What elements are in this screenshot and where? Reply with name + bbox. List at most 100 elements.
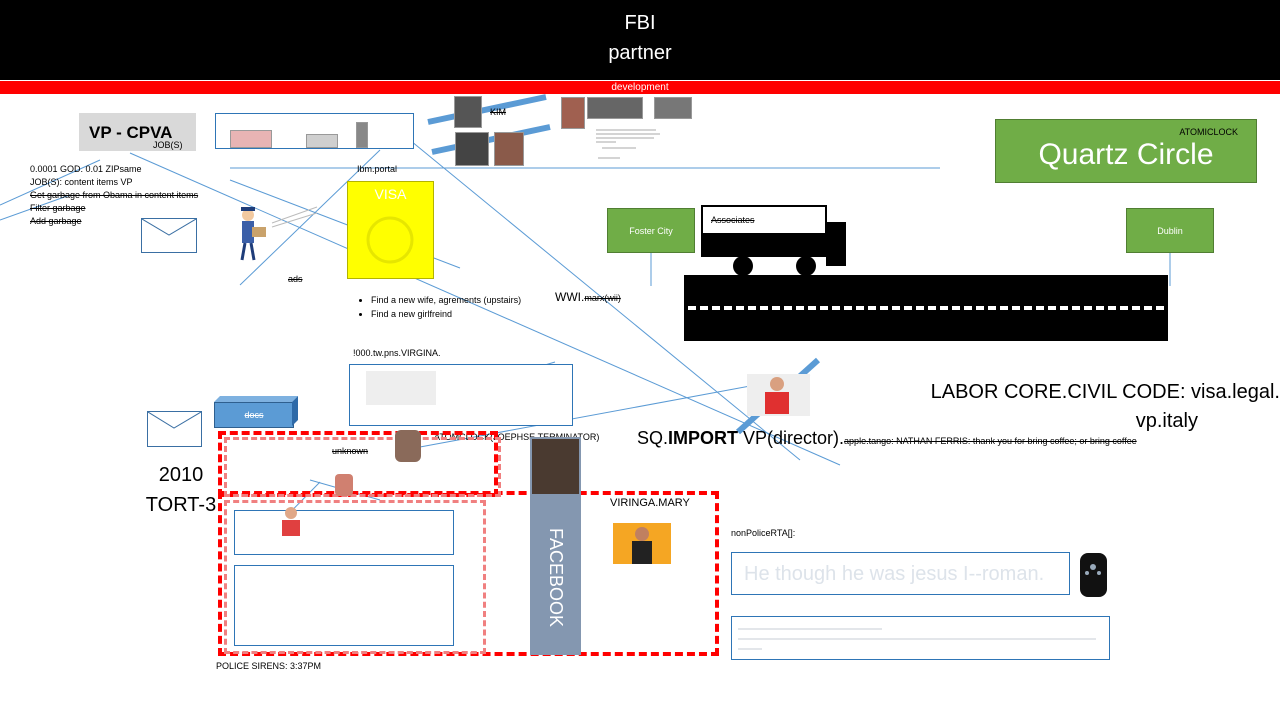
wwi-label: WWI.marx(wii) xyxy=(555,290,621,304)
connector-line xyxy=(0,159,101,206)
portrait-photo xyxy=(494,132,524,166)
vp-cpva-label: VP - CPVA JOB(S) xyxy=(79,113,196,151)
dashed-frame xyxy=(224,437,501,497)
truck-icon: Associates xyxy=(701,205,828,257)
foster-city-label: Foster City xyxy=(629,225,673,236)
portrait-photo xyxy=(454,96,482,128)
dashed-frame xyxy=(218,491,719,656)
header-subtitle: partner xyxy=(608,42,672,64)
ibm-portal-label: Ibm.portal xyxy=(357,164,398,174)
foster-city-box: Foster City xyxy=(607,208,695,253)
image-thumbnail xyxy=(366,371,436,405)
docs-box-3d-edge xyxy=(214,396,298,426)
atomiclock-tag: ATOMICLOCK xyxy=(1179,127,1238,137)
note-line: Get garbage from Obama in content items xyxy=(30,190,199,200)
truck-wheel xyxy=(733,256,753,276)
facebook-label: FACEBOOK xyxy=(546,527,566,627)
visa-card: VISA xyxy=(347,181,434,279)
tort-label: 2010 TORT-3 xyxy=(141,460,221,520)
header-title: FBI xyxy=(624,12,656,34)
note-line: JOB(S): content items VP xyxy=(30,177,133,187)
unknown-label: unknown xyxy=(332,446,368,456)
note-line: Add garbage xyxy=(30,216,82,226)
police-sirens-label: POLICE SIRENS: 3:37PM xyxy=(216,661,322,671)
todo-item: Find a new girlfreind xyxy=(371,307,521,321)
portrait-photo xyxy=(587,97,643,119)
sq-import-line: SQ.IMPORT VP(director).apple.tango: NATH… xyxy=(637,428,1137,449)
docs-box[interactable]: docs xyxy=(214,402,294,428)
image-thumbnail xyxy=(230,130,272,148)
mailman-icon xyxy=(240,206,318,261)
truck-body xyxy=(701,233,827,257)
strike-bar xyxy=(427,94,547,125)
truck-cargo: Associates xyxy=(701,205,827,235)
header-bar: FBI partner xyxy=(0,0,1280,80)
portrait-photo xyxy=(561,97,585,129)
atomclock-label: ATOMCLOCK(JOEPHSE.TERMINATOR) xyxy=(434,432,600,442)
portrait-photo xyxy=(654,97,692,119)
envelope-icon[interactable] xyxy=(141,218,197,253)
connector-line xyxy=(0,194,71,221)
vp-jobs-label: JOB(S) xyxy=(153,140,183,150)
quartz-circle-box: ATOMICLOCK Quartz Circle xyxy=(995,119,1257,183)
labor-line: LABOR CORE.CIVIL CODE: visa.legal. xyxy=(930,381,1280,403)
person-photo xyxy=(613,523,671,564)
sq-rest: VP(director). xyxy=(738,428,845,448)
image-strip xyxy=(215,113,414,149)
connector-line xyxy=(419,374,811,448)
tort-year: 2010 xyxy=(158,464,204,486)
virgina-label: !000.tw.pns.VIRGINA. xyxy=(353,348,441,358)
nonpolice-label: nonPoliceRTA[]: xyxy=(731,528,796,538)
person-photo xyxy=(277,506,305,542)
dashed-frame xyxy=(224,500,486,654)
person-photo xyxy=(532,439,579,494)
sq-prefix: SQ. xyxy=(637,428,669,448)
ads-text: ads xyxy=(288,274,303,284)
note-line: 0.0001 GOD. 0.01 ZIPsame xyxy=(30,164,142,174)
sq-import-word: IMPORT xyxy=(668,428,739,448)
labor-line: vp.italy xyxy=(1135,410,1198,432)
note-line: Filter garbage xyxy=(30,203,86,213)
connector-line xyxy=(129,152,841,466)
unknown-text: unknown xyxy=(332,446,369,456)
image-thumbnail xyxy=(356,122,368,148)
jesus-text-box: He though he was jesus I--roman. xyxy=(731,552,1070,595)
dublin-label: Dublin xyxy=(1157,225,1183,236)
ads-label: ads xyxy=(288,274,303,284)
facebook-bar[interactable]: FACEBOOK xyxy=(530,437,581,655)
faded-notes-box xyxy=(731,616,1110,660)
wwi-struck: marx(wii) xyxy=(584,293,621,303)
speaker-icon xyxy=(1079,551,1108,598)
todo-item: Find a new wife, agrements (upstairs) xyxy=(371,293,521,307)
virgina-image-box xyxy=(349,364,573,426)
kim-text: KIM xyxy=(490,107,507,117)
sq-coffee-note: apple.tango: NATHAN FERRIS: thank you fo… xyxy=(844,436,1137,446)
truck-wheel xyxy=(796,256,816,276)
content-panel xyxy=(234,565,454,646)
fine-print-block xyxy=(596,128,666,164)
connector-line xyxy=(399,131,801,461)
connector-line xyxy=(239,149,381,286)
dublin-box: Dublin xyxy=(1126,208,1214,253)
docs-label: docs xyxy=(244,410,264,420)
person-photo xyxy=(747,374,810,416)
todo-list: Find a new wife, agrements (upstairs) Fi… xyxy=(355,293,521,321)
vp-cpva-title: VP - CPVA xyxy=(89,123,173,142)
person-photo xyxy=(335,474,353,496)
tort-code: TORT-3 xyxy=(145,494,217,516)
kim-label: KIM xyxy=(490,107,506,117)
labor-core-label: LABOR CORE.CIVIL CODE: visa.legal. vp.it… xyxy=(900,378,1280,436)
development-bar: development xyxy=(0,81,1280,94)
content-panel xyxy=(234,510,454,555)
associates-label: Associates xyxy=(711,215,755,225)
portrait-photo xyxy=(455,132,489,166)
image-thumbnail xyxy=(306,134,338,148)
envelope-icon[interactable] xyxy=(147,411,202,447)
truck-cab xyxy=(826,222,846,266)
wwi-prefix: WWI. xyxy=(555,290,585,304)
visa-label: VISA xyxy=(374,186,407,202)
strike-bar xyxy=(431,124,551,155)
road-lane-marking xyxy=(688,306,1164,310)
notes-block: 0.0001 GOD. 0.01 ZIPsame JOB(S): content… xyxy=(30,163,198,228)
